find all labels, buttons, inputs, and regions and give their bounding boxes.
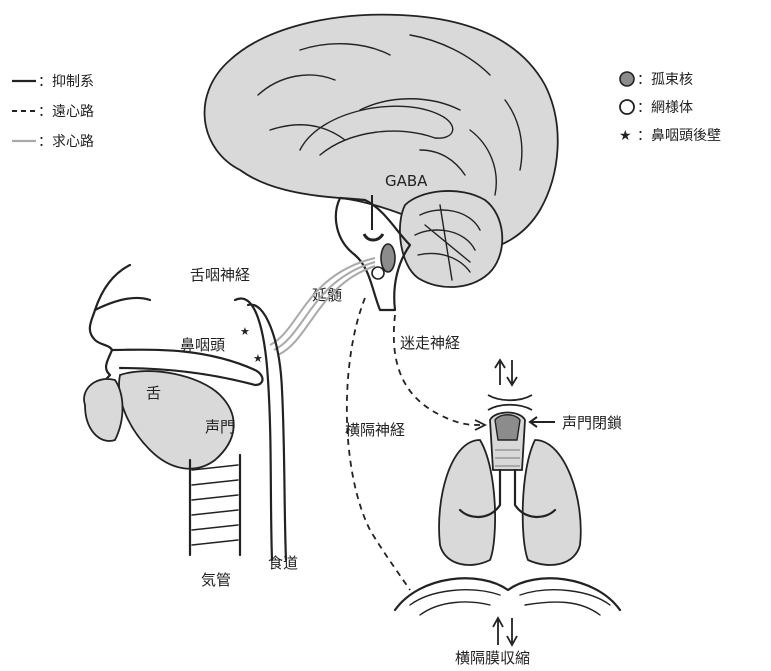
glottis-label: 声門 [205, 418, 235, 436]
nts-nucleus [381, 244, 395, 272]
legend-pharynx-wall-label: ：鼻咽頭後壁 [637, 127, 721, 144]
closure-arrow-icon [530, 417, 555, 427]
up-arrow-icon [493, 618, 503, 645]
legend-left: ：抑制系 ：遠心路 ：求心路 [12, 74, 94, 150]
down-arrow-icon [507, 360, 517, 385]
glottis-closure-fill [495, 415, 520, 440]
reticular-formation [372, 267, 384, 279]
up-arrow-icon [495, 360, 505, 385]
jaw-teeth [84, 379, 122, 441]
phrenic-label: 横隔神経 [345, 421, 405, 439]
nts-symbol-icon [620, 72, 634, 86]
glottic-closure-label: 声門閉鎖 [562, 414, 622, 432]
gaba-terminal-icon [364, 234, 383, 240]
legend-afferent-label: ：求心路 [38, 134, 94, 150]
trachea-label: 気管 [201, 571, 231, 589]
down-arrow-icon [507, 618, 517, 645]
legend-nts-label: ：孤束核 [637, 72, 693, 88]
nose-outline [95, 298, 150, 310]
vocal-cords-icon [488, 395, 532, 410]
trachea-rings [192, 465, 238, 545]
left-lung [439, 440, 495, 565]
star-icon: ★ [253, 352, 263, 365]
cerebrum [205, 15, 558, 250]
diaphragm: 横隔膜収縮 [395, 578, 620, 667]
legend-inhibitory-label: ：抑制系 [38, 74, 94, 90]
afferent-pathway [270, 258, 375, 355]
gaba-label: GABA [385, 172, 428, 190]
lungs-larynx: 声門閉鎖 [439, 360, 622, 565]
reticular-symbol-icon [620, 100, 634, 114]
legend-reticular-label: ：網様体 [637, 100, 693, 116]
right-lung [523, 440, 581, 565]
esophagus-wall [248, 305, 286, 560]
esophagus-label: 食道 [268, 554, 298, 572]
vagus-nerve-path [394, 315, 480, 425]
legend-right: ：孤束核 ：網様体 ★ ：鼻咽頭後壁 [619, 72, 721, 144]
diaphragm-contraction-label: 横隔膜収縮 [455, 649, 530, 667]
nasopharynx-label: 鼻咽頭 [180, 336, 225, 354]
star-icon: ★ [240, 325, 250, 338]
head-section: 舌 舌咽神経 鼻咽頭 ★ ★ 声門 気管 食道 [84, 265, 298, 589]
legend-efferent-label: ：遠心路 [38, 104, 94, 120]
brain-illustration: GABA 延髄 [205, 15, 558, 310]
glossopharyngeal-label: 舌咽神経 [190, 266, 250, 284]
vagus-label: 迷走神経 [400, 334, 460, 352]
star-icon: ★ [619, 128, 632, 144]
tongue-label: 舌 [146, 384, 161, 402]
